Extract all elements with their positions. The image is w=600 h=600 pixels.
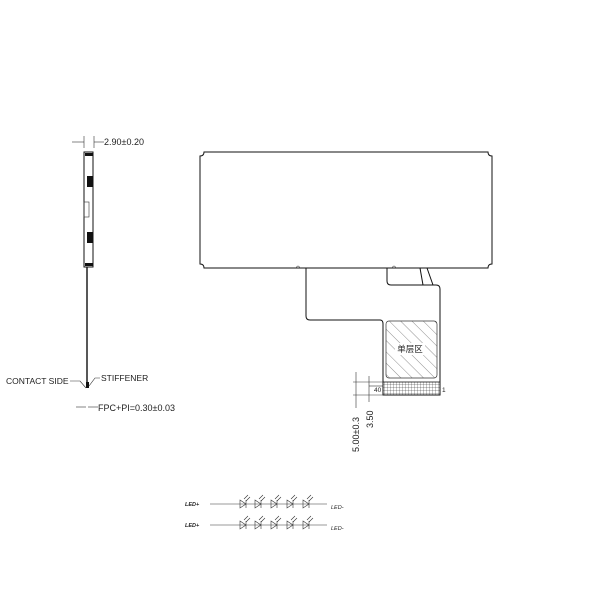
fpc-thickness-label: FPC+PI=0.30±0.03 (98, 403, 175, 413)
led-diode-icon (286, 494, 298, 509)
front-view: 单层区 40 1 5.00±0.3 3.50 (199, 151, 493, 452)
led-plus-label: LED+ (185, 523, 200, 529)
led-diode-icon (239, 515, 251, 530)
dim-total-label: 5.00±0.3 (351, 417, 361, 452)
thickness-label: 2.90±0.20 (104, 137, 144, 147)
led-diode-icon (254, 515, 266, 530)
single-layer-label: 单层区 (397, 344, 423, 354)
led-minus-label: LED- (331, 505, 344, 511)
display-panel-outline (199, 151, 493, 269)
side-view: 2.90±0.20 CONTACT SIDE STIFFENER FPC+PI=… (6, 136, 175, 413)
led-diode-icon (270, 515, 282, 530)
led-row-1: LED+ LED- (185, 502, 344, 511)
led-plus-label: LED+ (185, 502, 200, 508)
led-diode-icon (254, 494, 266, 509)
led-row-2: LED+ LED- (185, 523, 344, 532)
led-circuit: LED+ LED- LED+ LED- (185, 494, 344, 532)
led-minus-label: LED- (331, 526, 344, 532)
pin-40-label: 40 (374, 387, 382, 394)
module-side-body (83, 151, 94, 268)
led-diode-icon (302, 515, 314, 530)
led-diode-icon (286, 515, 298, 530)
contact-side-label: CONTACT SIDE (6, 376, 69, 386)
dim-contact-label: 3.50 (365, 410, 375, 428)
contact-pads (382, 381, 441, 396)
led-diode-icon (302, 494, 314, 509)
pin-1-label: 1 (442, 387, 446, 394)
stiffener (86, 382, 89, 388)
led-diode-icon (239, 494, 251, 509)
stiffener-label: STIFFENER (101, 373, 148, 383)
led-diode-icon (270, 494, 282, 509)
